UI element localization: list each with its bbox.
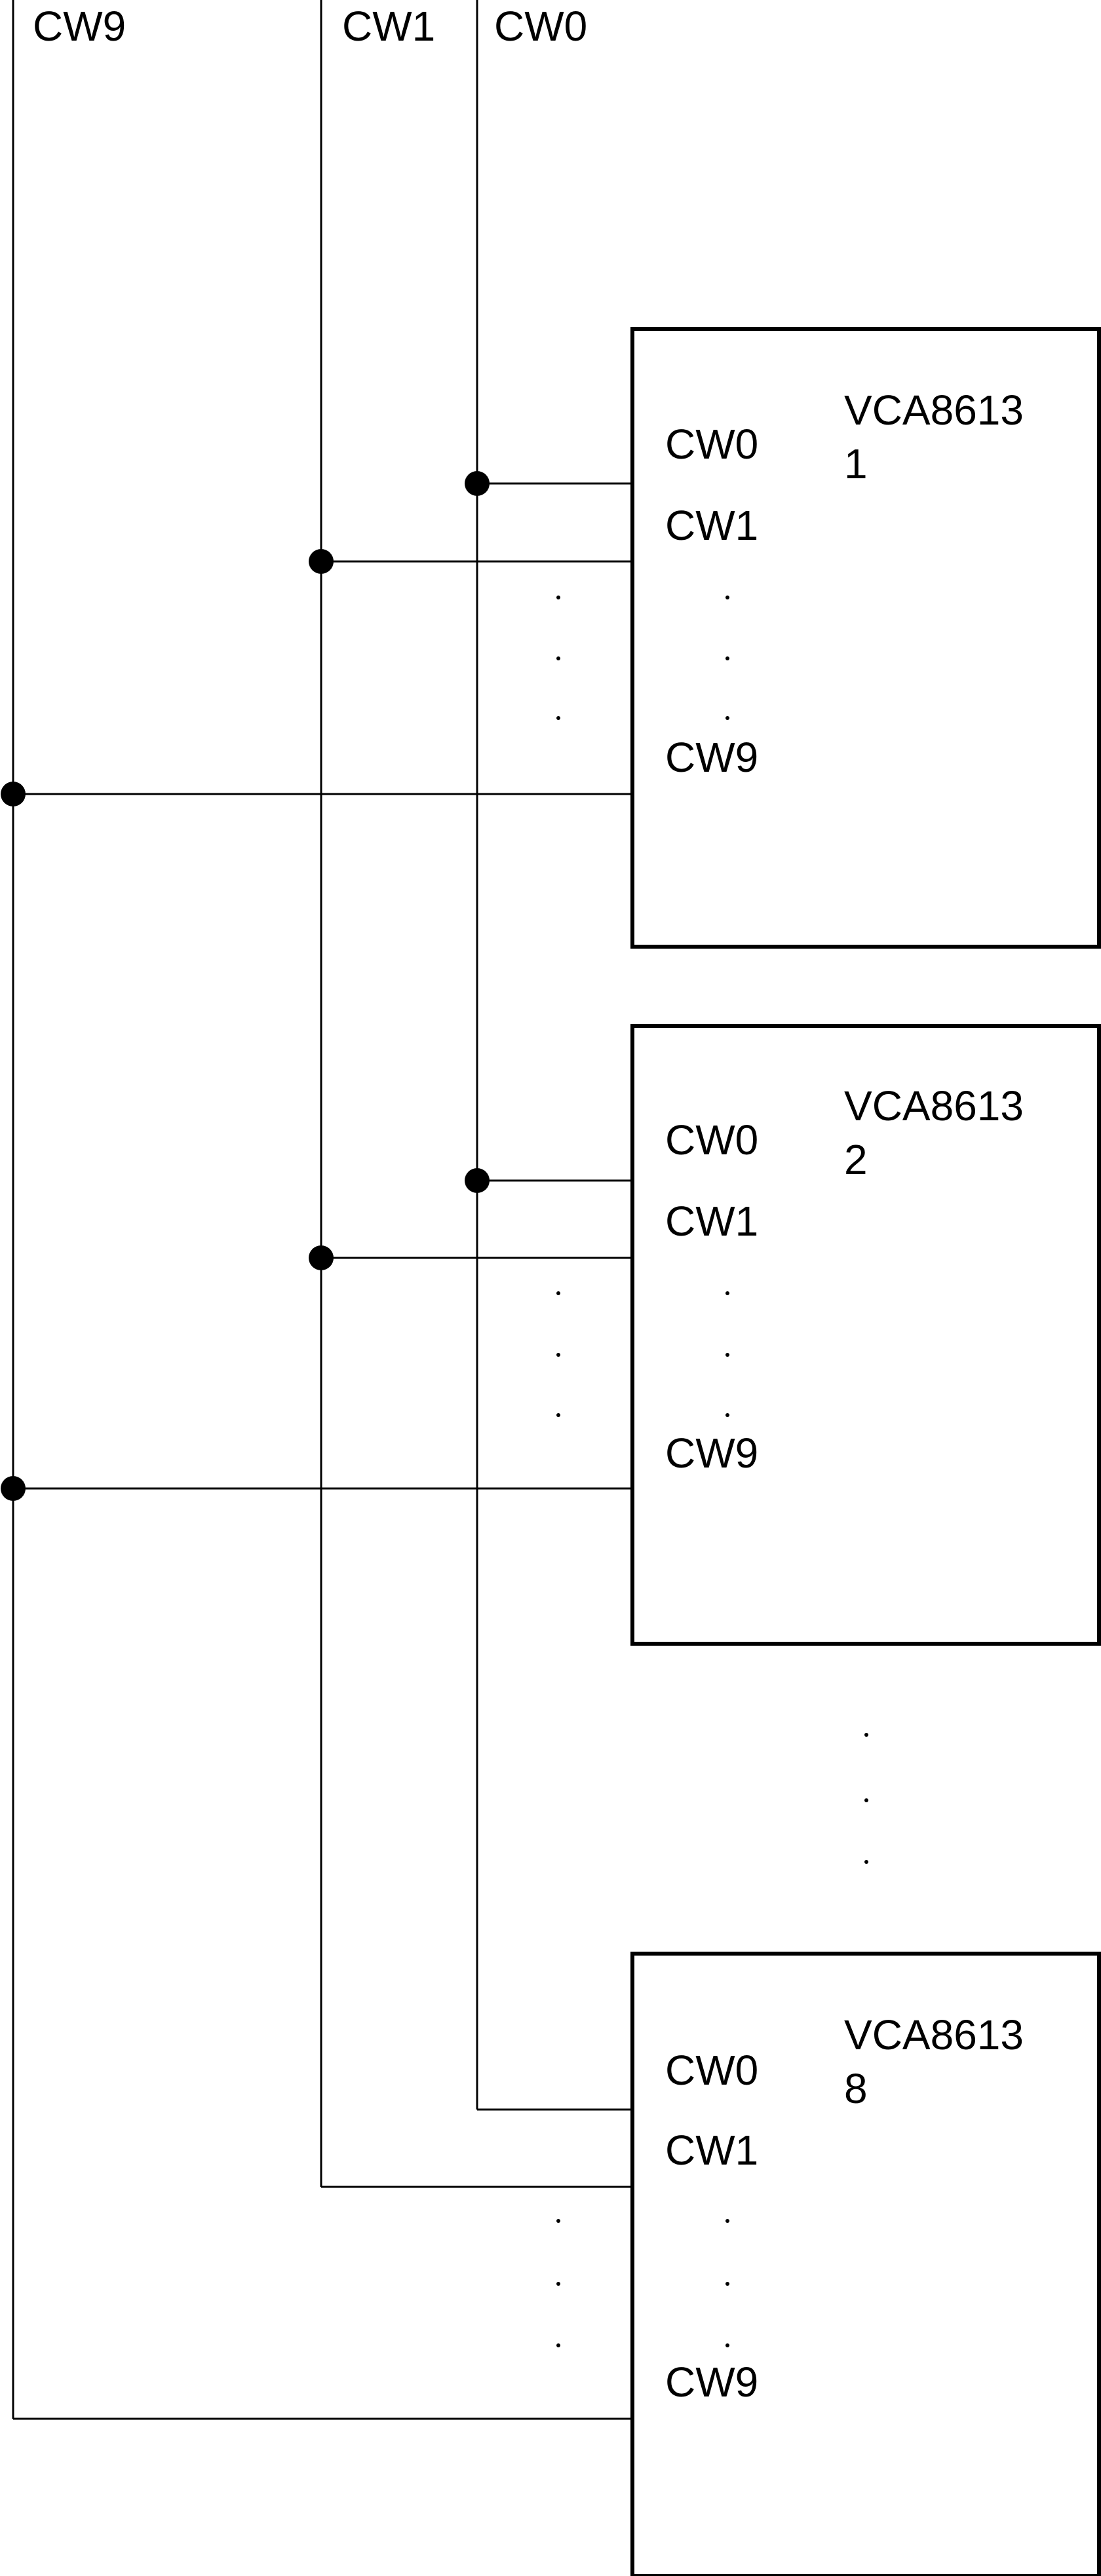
chip-1-pin-cw0: CW0: [665, 421, 758, 468]
chip-2-pin-cw0: CW0: [665, 1116, 758, 1164]
chip-1-index-label: 1: [844, 440, 868, 487]
chip-1: VCA8613 1 CW0 CW1 CW9: [1, 327, 1101, 949]
chip-1-cw0-junction: [465, 471, 490, 496]
chip-8-index-label: 8: [844, 2065, 868, 2112]
chip-2-pin-cw9: CW9: [665, 1430, 758, 1477]
chip-8-box: [630, 1952, 1101, 2576]
chip-2-cw0-junction: [465, 1168, 490, 1193]
chip-2-part-label: VCA8613: [844, 1082, 1024, 1129]
chip-8-ellipsis-inside: [725, 2219, 729, 2347]
bus-label-cw9: CW9: [33, 3, 126, 50]
chip-8-pin-cw0: CW0: [665, 2047, 758, 2094]
chip-2-ellipsis-outside: [556, 1291, 560, 1417]
chip-2: VCA8613 2 CW0 CW1 CW9: [1, 1024, 1101, 1646]
chip-1-pin-cw9: CW9: [665, 734, 758, 781]
bus-label-cw0: CW0: [494, 3, 587, 50]
chip-1-part-label: VCA8613: [844, 387, 1024, 434]
chip-1-pin-cw1: CW1: [665, 502, 758, 549]
chip-1-cw1-junction: [309, 549, 334, 574]
chip-2-index-label: 2: [844, 1136, 868, 1183]
chip-2-ellipsis-inside: [725, 1291, 729, 1417]
chip-1-cw9-junction: [1, 782, 26, 806]
chip-8-pin-cw9: CW9: [665, 2358, 758, 2406]
chip-8-pin-cw1: CW1: [665, 2127, 758, 2174]
bus-label-cw1: CW1: [342, 3, 435, 50]
chips-ellipsis: [864, 1733, 868, 1864]
chip-1-ellipsis-outside: [556, 596, 560, 720]
chip-1-ellipsis-inside: [725, 596, 729, 720]
chip-8-part-label: VCA8613: [844, 2011, 1024, 2058]
chip-8-ellipsis-outside: [556, 2219, 560, 2347]
chip-2-box: [630, 1024, 1101, 1646]
chip-8: VCA8613 8 CW0 CW1 CW9: [13, 1952, 1101, 2576]
chip-2-pin-cw1: CW1: [665, 1198, 758, 1245]
chip-2-cw1-junction: [309, 1245, 334, 1270]
chip-1-box: [630, 327, 1101, 949]
chip-2-cw9-junction: [1, 1476, 26, 1501]
